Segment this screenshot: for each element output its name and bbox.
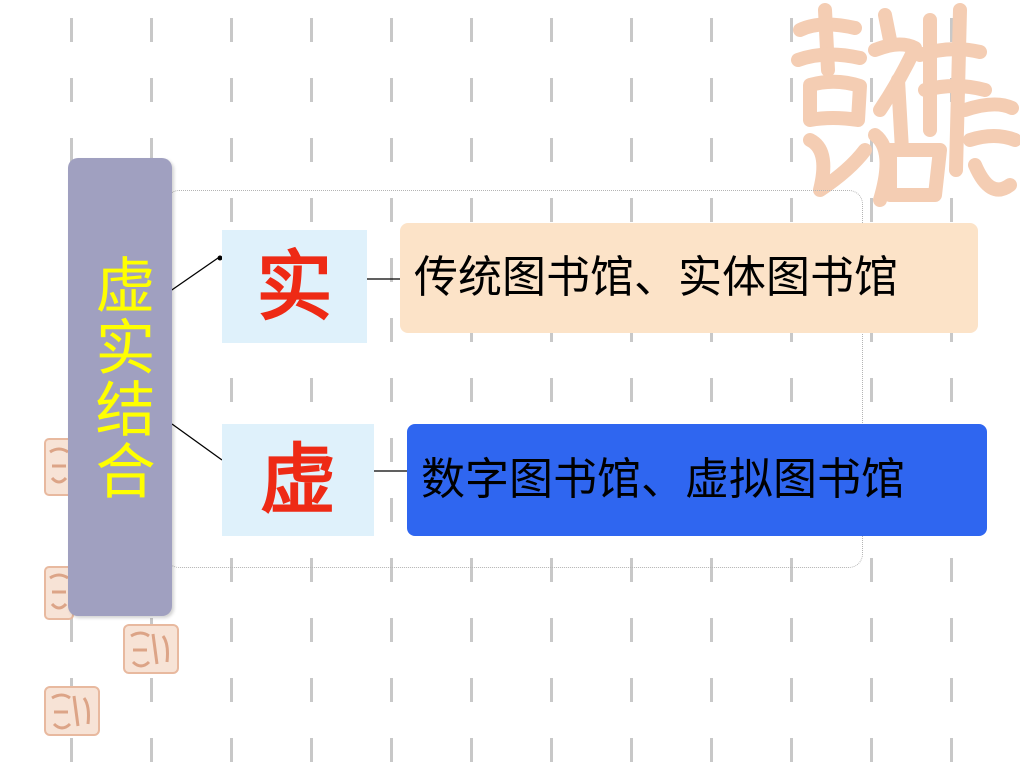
- red-seal-stamp-icon: [44, 566, 74, 620]
- description-box-real: 传统图书馆、实体图书馆: [400, 223, 978, 333]
- red-seal-stamp-icon: [123, 624, 179, 674]
- red-seal-stamp-icon: [44, 686, 100, 736]
- category-label-virtual: 虚: [260, 435, 336, 524]
- red-seal-stamp-icon: [44, 438, 74, 496]
- category-label-real: 实: [256, 241, 333, 331]
- category-box-virtual: 虚: [222, 424, 374, 536]
- main-concept-label: 虚实结合: [85, 254, 155, 502]
- description-label-virtual: 数字图书馆、虚拟图书馆: [421, 454, 905, 505]
- category-box-real: 实: [222, 230, 367, 343]
- auspicious-calligraphy-watermark-icon: [791, 3, 1020, 207]
- connector-dot: [217, 255, 223, 261]
- description-label-real: 传统图书馆、实体图书馆: [414, 252, 898, 303]
- connector-to-virtual: [171, 423, 223, 461]
- main-concept-box: 虚实结合: [68, 158, 172, 616]
- description-box-virtual: 数字图书馆、虚拟图书馆: [407, 424, 987, 536]
- connector-to-real: [165, 257, 219, 295]
